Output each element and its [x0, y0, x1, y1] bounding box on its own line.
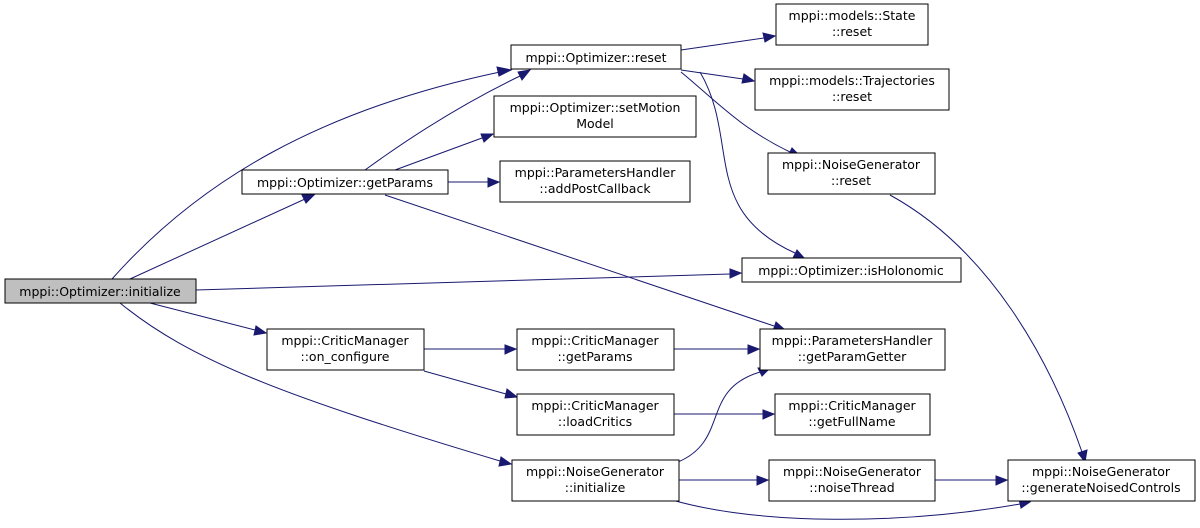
node-label-line1: mppi::models::Trajectories: [769, 73, 935, 88]
node-criticmanager-getfullname[interactable]: mppi::CriticManager ::getFullName: [774, 393, 931, 436]
node-label-line1: mppi::CriticManager: [281, 333, 409, 348]
edge-noisereset-generatenoised: [889, 194, 1083, 453]
node-label-line1: mppi::ParametersHandler: [772, 333, 934, 348]
node-label-line2: ::getParams: [557, 349, 632, 364]
node-noisegenerator-reset[interactable]: mppi::NoiseGenerator ::reset: [767, 152, 936, 195]
node-models-trajectories-reset[interactable]: mppi::models::Trajectories ::reset: [754, 68, 950, 111]
node-parametershandler-getparamgetter[interactable]: mppi::ParametersHandler ::getParamGetter: [759, 328, 946, 371]
node-optimizer-reset[interactable]: mppi::Optimizer::reset: [510, 44, 682, 70]
node-label-line2: ::loadCritics: [558, 414, 632, 429]
edge-initialize-nginitialize: [119, 302, 501, 462]
node-label-line2: ::reset: [832, 24, 872, 39]
node-label-line2: ::generateNoisedControls: [1021, 480, 1180, 495]
node-label-line2: Model: [576, 116, 614, 131]
node-label-line1: mppi::NoiseGenerator: [1032, 464, 1171, 479]
node-parametershandler-addpostcallback[interactable]: mppi::ParametersHandler ::addPostCallbac…: [499, 160, 691, 203]
edge-getparams-getparamgetter: [384, 194, 775, 327]
node-label: mppi::Optimizer::reset: [526, 50, 667, 65]
node-label: mppi::Optimizer::initialize: [19, 284, 181, 299]
edge-initialize-onconfigure: [149, 302, 256, 331]
edge-onconfigure-loadcritics: [423, 370, 507, 395]
edge-initialize-reset: [111, 71, 501, 280]
node-label: mppi::Optimizer::getParams: [257, 175, 433, 190]
node-criticmanager-on-configure[interactable]: mppi::CriticManager ::on_configure: [266, 328, 425, 371]
node-optimizer-initialize[interactable]: mppi::Optimizer::initialize: [4, 278, 197, 304]
edge-reset-statereset: [680, 37, 765, 51]
edge-initialize-isholonomic: [195, 273, 731, 291]
edge-reset-trajreset: [680, 69, 744, 80]
node-label-line1: mppi::NoiseGenerator: [782, 157, 921, 172]
node-noisegenerator-noisethread[interactable]: mppi::NoiseGenerator ::noiseThread: [768, 459, 936, 502]
node-noisegenerator-initialize[interactable]: mppi::NoiseGenerator ::initialize: [511, 459, 680, 502]
node-noisegenerator-generatenoisedcontrols[interactable]: mppi::NoiseGenerator ::generateNoisedCon…: [1007, 459, 1196, 502]
node-label: mppi::Optimizer::isHolonomic: [758, 263, 944, 278]
node-label-line2: ::reset: [832, 89, 872, 104]
node-models-state-reset[interactable]: mppi::models::State ::reset: [775, 3, 929, 46]
edge-nginitialize-generatenoised: [671, 499, 1021, 520]
node-label-line1: mppi::models::State: [789, 8, 916, 23]
node-label-line2: ::reset: [831, 173, 871, 188]
edge-getparams-reset: [364, 75, 521, 171]
node-label-line2: ::initialize: [565, 480, 626, 495]
edge-reset-isholonomic: [699, 71, 796, 254]
node-optimizer-getparams[interactable]: mppi::Optimizer::getParams: [241, 169, 449, 195]
node-label-line1: mppi::Optimizer::setMotion: [510, 100, 681, 115]
node-criticmanager-loadcritics[interactable]: mppi::CriticManager ::loadCritics: [516, 393, 675, 436]
node-label-line1: mppi::NoiseGenerator: [783, 464, 922, 479]
node-label-line1: mppi::CriticManager: [531, 333, 659, 348]
node-label-line1: mppi::CriticManager: [788, 398, 916, 413]
edge-initialize-getparams: [129, 198, 306, 280]
node-label-line1: mppi::CriticManager: [531, 398, 659, 413]
node-label-line2: ::on_configure: [301, 349, 390, 364]
node-label-line2: ::getParamGetter: [798, 349, 907, 364]
node-optimizer-setmotionmodel[interactable]: mppi::Optimizer::setMotion Model: [493, 95, 697, 138]
node-criticmanager-getparams[interactable]: mppi::CriticManager ::getParams: [516, 328, 675, 371]
edge-getparams-setmotionmodel: [394, 137, 483, 171]
node-label-line2: ::getFullName: [808, 414, 896, 429]
node-label-line1: mppi::ParametersHandler: [515, 165, 677, 180]
edge-reset-noisereset: [680, 71, 791, 153]
node-optimizer-isholonomic[interactable]: mppi::Optimizer::isHolonomic: [741, 257, 962, 283]
edge-nginitialize-getparamgetter: [677, 371, 761, 463]
node-label-line2: ::addPostCallback: [539, 181, 651, 196]
nodes: mppi::Optimizer::initialize mppi::Optimi…: [4, 3, 1196, 502]
node-label-line2: ::noiseThread: [809, 480, 894, 495]
node-label-line1: mppi::NoiseGenerator: [526, 464, 665, 479]
